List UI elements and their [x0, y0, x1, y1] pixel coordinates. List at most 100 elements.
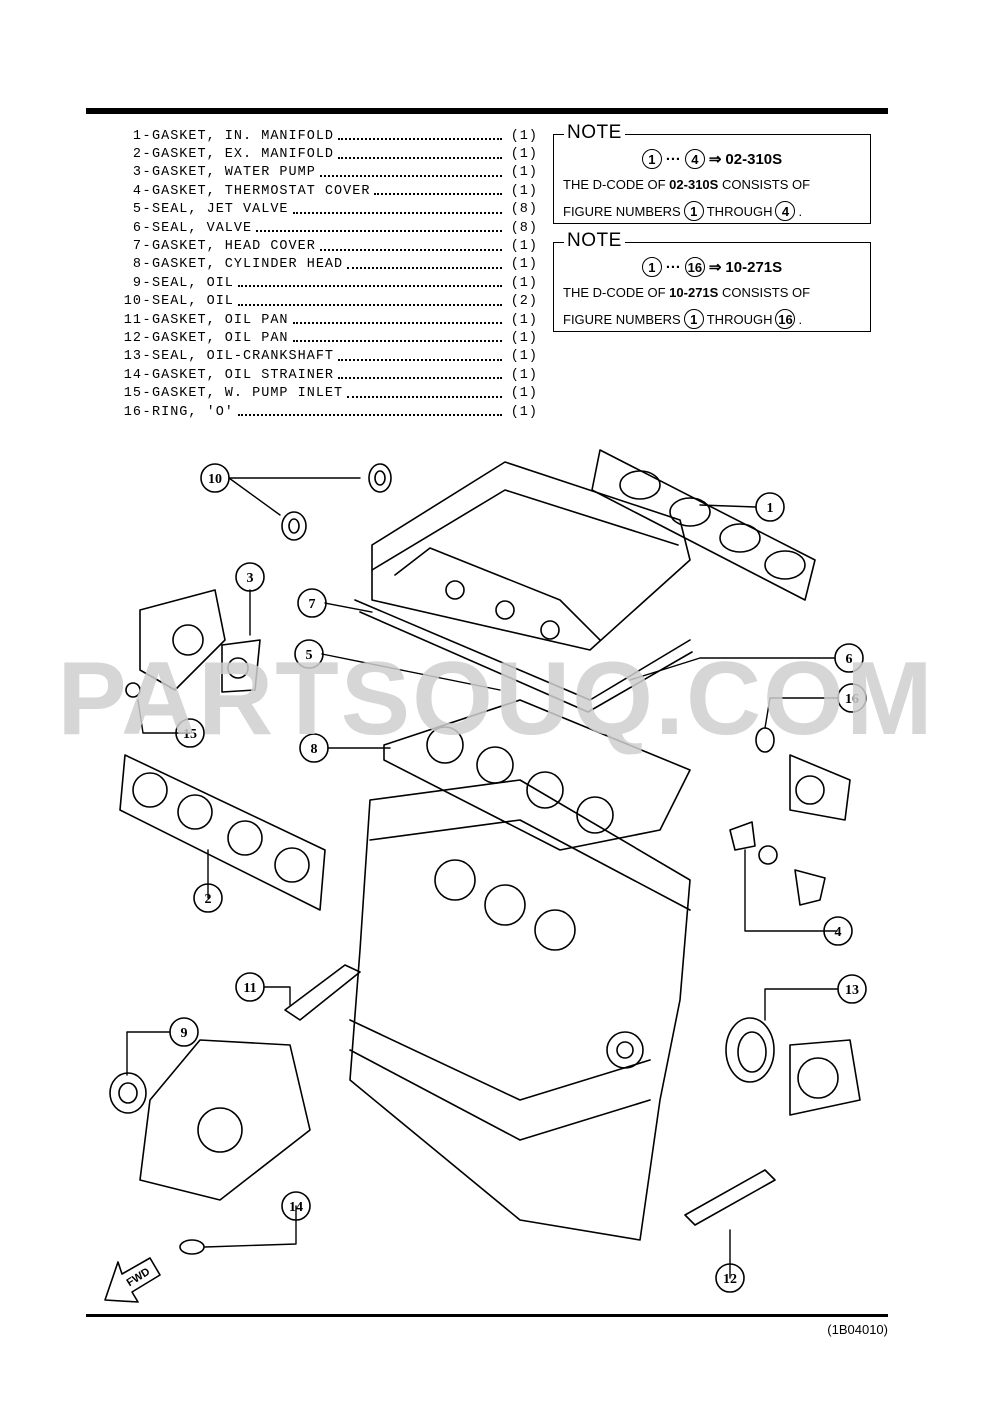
callout-14[interactable] [281, 1191, 311, 1221]
callout-2[interactable] [193, 883, 223, 913]
callout-9[interactable] [169, 1017, 199, 1047]
part-qty: (1) [510, 147, 538, 163]
crankshaft-seal-drawing [725, 1017, 861, 1116]
part-name: RING, 'O' [152, 404, 234, 420]
figure-number-circle: 16 [684, 257, 705, 277]
part-row[interactable]: 3-GASKET, WATER PUMP(1) [96, 164, 538, 182]
d-code: 10-271S [725, 258, 783, 276]
callout-label: 5 [306, 648, 313, 663]
callout-1[interactable] [755, 492, 785, 522]
part-number: 13 [123, 349, 142, 365]
part-row[interactable]: 14-GASKET, OIL STRAINER(1) [96, 366, 538, 384]
part-number: 15 [123, 386, 142, 402]
fwd-arrow-icon: FWD [104, 1257, 161, 1303]
head-gasket-drawing [383, 699, 691, 851]
part-name: SEAL, JET VALVE [152, 202, 289, 218]
callout-4[interactable] [823, 916, 853, 946]
part-number: 5 [132, 202, 142, 218]
part-qty: (1) [510, 275, 538, 291]
part-name: SEAL, OIL [152, 294, 234, 310]
leader-lines [126, 477, 839, 1279]
cylinder-block-drawing [349, 779, 691, 1241]
part-row[interactable]: 12-GASKET, OIL PAN(1) [96, 329, 538, 347]
callout-5[interactable] [294, 639, 324, 669]
callouts [169, 463, 867, 1293]
part-row[interactable]: 13-SEAL, OIL-CRANKSHAFT(1) [96, 348, 538, 366]
part-number: 9 [132, 275, 142, 291]
note-code-line: 1 ··· 16 ⇒ 10-271S [554, 257, 870, 277]
note-range: FIGURE NUMBERS 1 THROUGH 4 . [563, 201, 802, 221]
part-qty: (1) [510, 165, 538, 181]
callout-labels: 1 2 3 4 5 6 7 8 9 10 11 12 13 14 15 16 [181, 472, 860, 1287]
callout-10[interactable] [200, 463, 230, 493]
figure-number-circle: 1 [683, 309, 704, 329]
part-qty: (8) [510, 220, 538, 236]
callout-6[interactable] [834, 643, 864, 673]
part-row[interactable]: 16-RING, 'O'(1) [96, 403, 538, 421]
part-number: 8 [132, 257, 142, 273]
callout-label: 2 [205, 892, 212, 907]
figure-number-circle: 1 [641, 149, 662, 169]
part-name: GASKET, OIL PAN [152, 312, 289, 328]
part-row[interactable]: 11-GASKET, OIL PAN(1) [96, 311, 538, 329]
part-number: 1 [132, 128, 142, 144]
part-qty: (1) [510, 367, 538, 383]
callout-label: 6 [846, 652, 853, 667]
part-qty: (1) [510, 330, 538, 346]
part-number: 11 [123, 312, 142, 328]
part-row[interactable]: 9-SEAL, OIL(1) [96, 274, 538, 292]
callout-16[interactable] [837, 683, 867, 713]
part-qty: (1) [510, 386, 538, 402]
callout-label: 16 [845, 692, 859, 707]
arrow-icon: ⇒ [708, 259, 722, 276]
part-name: GASKET, HEAD COVER [152, 239, 316, 255]
part-qty: (1) [510, 349, 538, 365]
note-box-2: NOTE 1 ··· 16 ⇒ 10-271S THE D-CODE OF 10… [553, 230, 871, 332]
callout-label: 8 [311, 742, 318, 757]
part-row[interactable]: 7-GASKET, HEAD COVER(1) [96, 237, 538, 255]
part-name: GASKET, W. PUMP INLET [152, 386, 344, 402]
part-number: 7 [132, 239, 142, 255]
callout-label: 4 [835, 925, 842, 940]
oil-seal-10-drawing [281, 463, 392, 541]
parts-list: 1-GASKET, IN. MANIFOLD(1) 2-GASKET, EX. … [96, 127, 538, 421]
callout-3[interactable] [235, 562, 265, 592]
d-code: 02-310S [725, 150, 783, 168]
figure-reference-code: (1B04010) [827, 1322, 888, 1337]
ellipsis: ··· [665, 258, 681, 276]
callout-8[interactable] [299, 733, 329, 763]
part-number: 16 [123, 404, 142, 420]
callout-7[interactable] [297, 588, 327, 618]
oil-pump-drawing [109, 1039, 311, 1255]
part-name: SEAL, OIL [152, 275, 234, 291]
oil-pan-gasket-drawing [284, 964, 776, 1226]
callout-11[interactable] [235, 972, 265, 1002]
part-row[interactable]: 6-SEAL, VALVE(8) [96, 219, 538, 237]
part-row[interactable]: 10-SEAL, OIL(2) [96, 293, 538, 311]
part-row[interactable]: 5-SEAL, JET VALVE(8) [96, 201, 538, 219]
part-row[interactable]: 2-GASKET, EX. MANIFOLD(1) [96, 145, 538, 163]
part-name: SEAL, VALVE [152, 220, 253, 236]
figure-number-circle: 1 [683, 201, 704, 221]
callout-label: 3 [247, 571, 254, 586]
watermark: PARTSOUQ.COM [57, 641, 935, 757]
callout-12[interactable] [715, 1263, 745, 1293]
callout-label: 7 [309, 597, 316, 612]
part-row[interactable]: 1-GASKET, IN. MANIFOLD(1) [96, 127, 538, 145]
callout-label: 9 [181, 1026, 188, 1041]
ellipsis: ··· [665, 150, 681, 168]
note-description: THE D-CODE OF 02-310S CONSISTS OF [563, 177, 811, 192]
thermostat-drawing [729, 821, 826, 906]
part-row[interactable]: 15-GASKET, W. PUMP INLET(1) [96, 384, 538, 402]
note-label: NOTE [564, 230, 625, 252]
callout-15[interactable] [175, 718, 205, 748]
part-qty: (1) [510, 312, 538, 328]
part-name: GASKET, IN. MANIFOLD [152, 128, 335, 144]
part-row[interactable]: 4-GASKET, THERMOSTAT COVER(1) [96, 182, 538, 200]
callout-label: 12 [723, 1272, 737, 1287]
callout-13[interactable] [837, 974, 867, 1004]
part-row[interactable]: 8-GASKET, CYLINDER HEAD(1) [96, 256, 538, 274]
part-name: GASKET, EX. MANIFOLD [152, 147, 335, 163]
part-qty: (1) [510, 257, 538, 273]
